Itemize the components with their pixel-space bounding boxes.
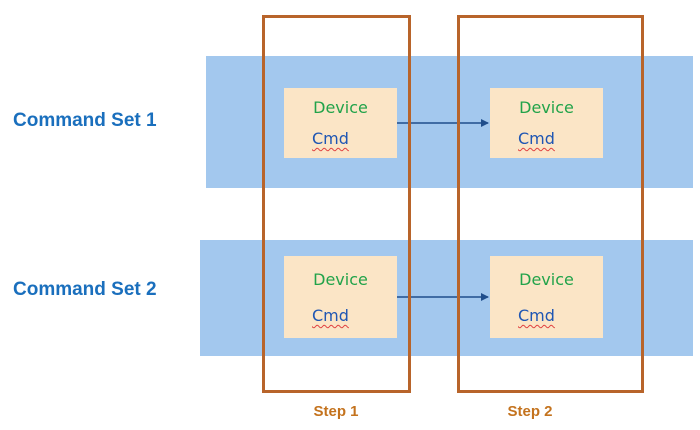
- command-set-2-band: [200, 240, 693, 356]
- command-set-2-label: Command Set 2: [13, 279, 157, 300]
- step-1-label: Step 1: [313, 403, 359, 420]
- cmd-label: Cmd: [312, 129, 349, 148]
- step-2-frame: [457, 15, 644, 393]
- command-set-1-label: Command Set 1: [13, 110, 157, 131]
- device-title: Device: [313, 98, 368, 117]
- device-box-set1-step2: Device Cmd: [490, 88, 603, 158]
- device-title: Device: [519, 98, 574, 117]
- cmd-label: Cmd: [518, 306, 555, 325]
- device-box-set2-step2: Device Cmd: [490, 256, 603, 338]
- device-box-set2-step1: Device Cmd: [284, 256, 397, 338]
- step-2-label: Step 2: [507, 403, 553, 420]
- cmd-label: Cmd: [312, 306, 349, 325]
- cmd-label: Cmd: [518, 129, 555, 148]
- device-box-set1-step1: Device Cmd: [284, 88, 397, 158]
- device-title: Device: [313, 270, 368, 289]
- device-title: Device: [519, 270, 574, 289]
- step-1-frame: [262, 15, 411, 393]
